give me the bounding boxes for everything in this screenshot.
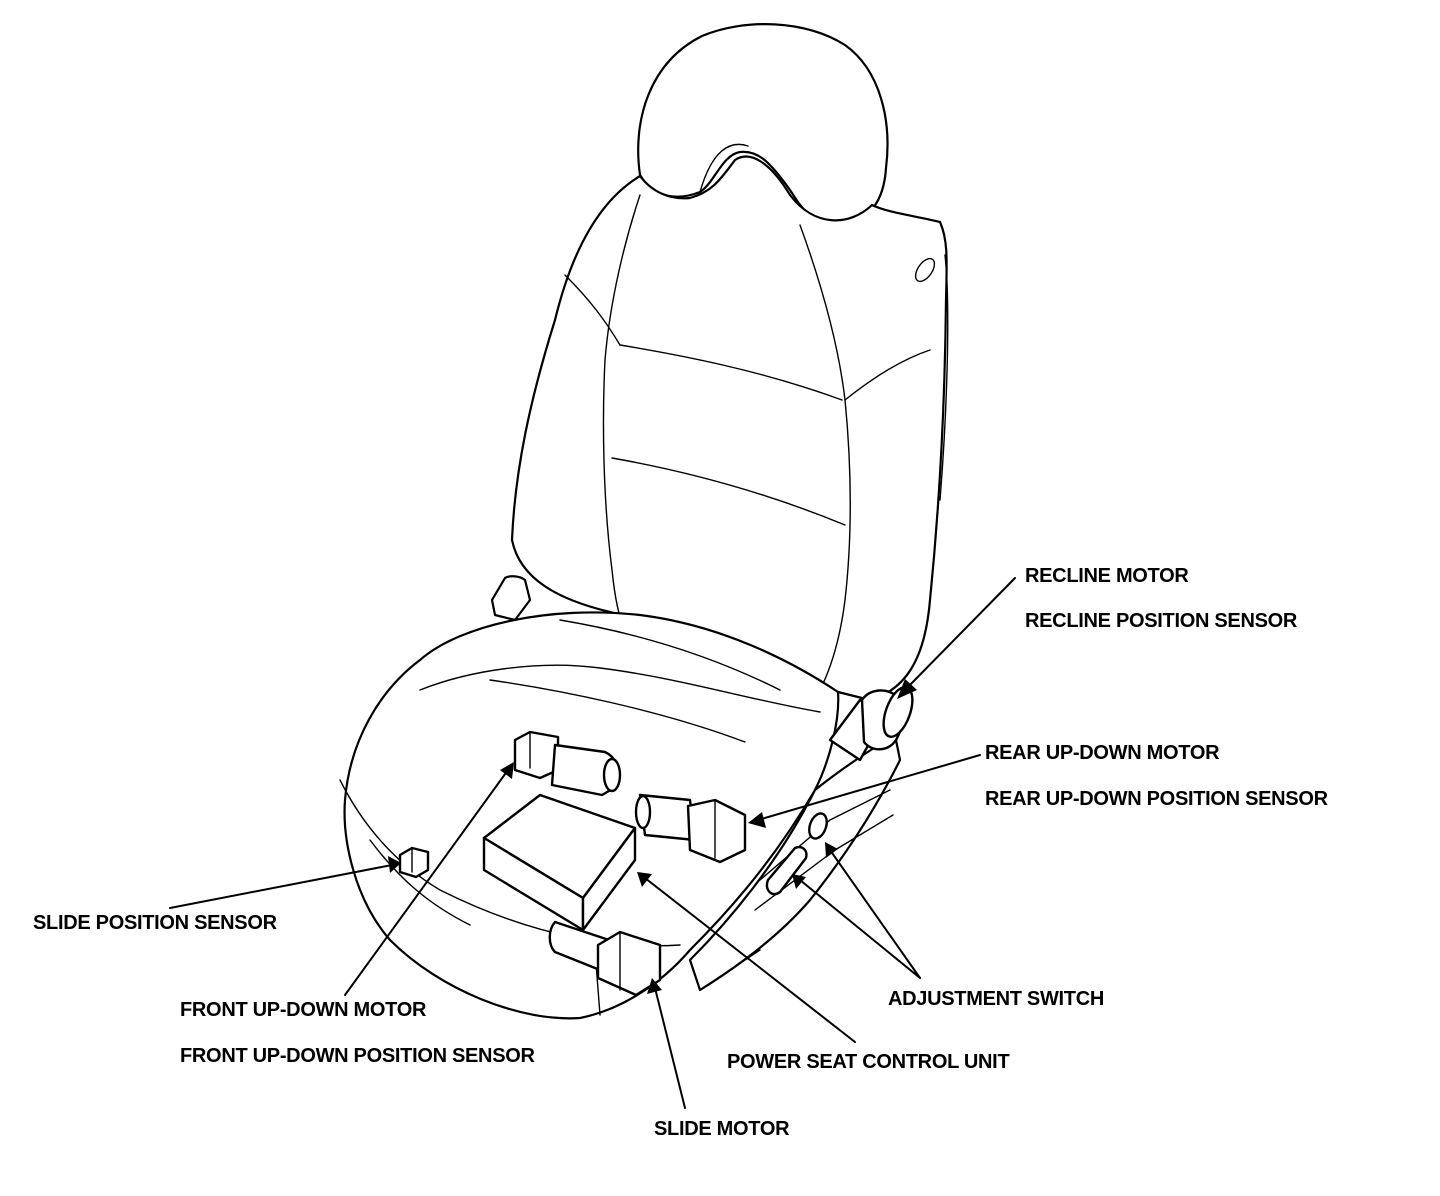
label-recline-motor: RECLINE MOTOR [1025, 566, 1189, 586]
slide-position-sensor-box [400, 848, 428, 877]
leader-adjustment-switch-1 [830, 850, 920, 978]
label-rear-up-down-position-sensor: REAR UP-DOWN POSITION SENSOR [985, 789, 1328, 809]
label-adjustment-switch: ADJUSTMENT SWITCH [888, 989, 1104, 1009]
label-recline-position-sensor: RECLINE POSITION SENSOR [1025, 611, 1297, 631]
seat-side-bracket [492, 576, 530, 620]
label-slide-position-sensor: SLIDE POSITION SENSOR [33, 913, 277, 933]
leader-adjustment-switch-2 [800, 880, 920, 978]
label-slide-motor: SLIDE MOTOR [654, 1119, 789, 1139]
label-power-seat-control-unit: POWER SEAT CONTROL UNIT [727, 1052, 1009, 1072]
label-rear-up-down-motor: REAR UP-DOWN MOTOR [985, 743, 1219, 763]
label-front-up-down-motor: FRONT UP-DOWN MOTOR [180, 1000, 426, 1020]
leader-slide-motor [655, 988, 685, 1108]
label-front-up-down-position-sensor: FRONT UP-DOWN POSITION SENSOR [180, 1046, 535, 1066]
